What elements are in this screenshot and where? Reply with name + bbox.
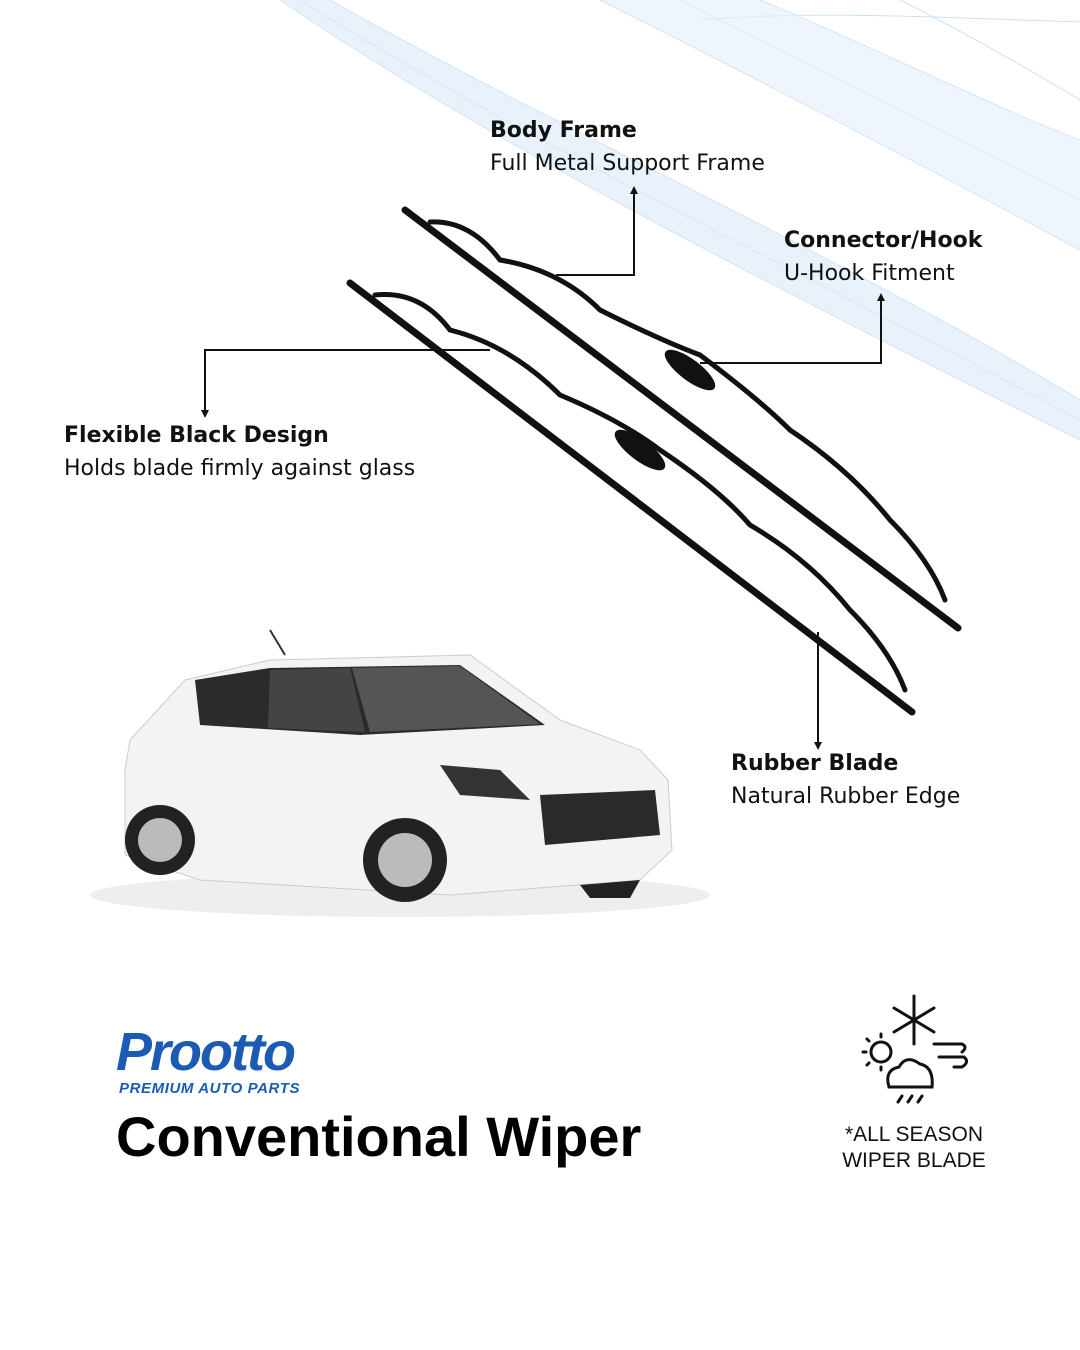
product-title: Conventional Wiper [116, 1105, 642, 1168]
callout-subtitle: Full Metal Support Frame [490, 151, 765, 176]
brand-logo: Prootto PREMIUM AUTO PARTS [116, 1024, 300, 1097]
callout-subtitle: Natural Rubber Edge [731, 784, 961, 809]
all-season-label: *ALL SEASON WIPER BLADE [824, 1122, 1004, 1174]
callout-flexible: Flexible Black Design Holds blade firmly… [64, 419, 415, 485]
callout-body-frame: Body Frame Full Metal Support Frame [490, 114, 765, 180]
all-season-weather-icon [861, 994, 969, 1104]
season-line-1: *ALL SEASON [844, 1123, 984, 1146]
callout-title: Flexible Black Design [64, 423, 329, 448]
callout-lines [204, 192, 882, 744]
callout-subtitle: Holds blade firmly against glass [64, 456, 416, 481]
brand-tagline: PREMIUM AUTO PARTS [119, 1080, 301, 1097]
wiper-blade-upper [401, 206, 962, 632]
callout-title: Rubber Blade [731, 751, 899, 776]
callout-title: Connector/Hook [784, 228, 983, 253]
callout-title: Body Frame [490, 118, 637, 143]
callout-connector: Connector/Hook U-Hook Fitment [784, 224, 982, 290]
callout-subtitle: U-Hook Fitment [784, 261, 955, 286]
season-line-2: WIPER BLADE [842, 1149, 986, 1172]
brand-name: Prootto [116, 1022, 296, 1082]
callout-rubber: Rubber Blade Natural Rubber Edge [731, 747, 960, 813]
